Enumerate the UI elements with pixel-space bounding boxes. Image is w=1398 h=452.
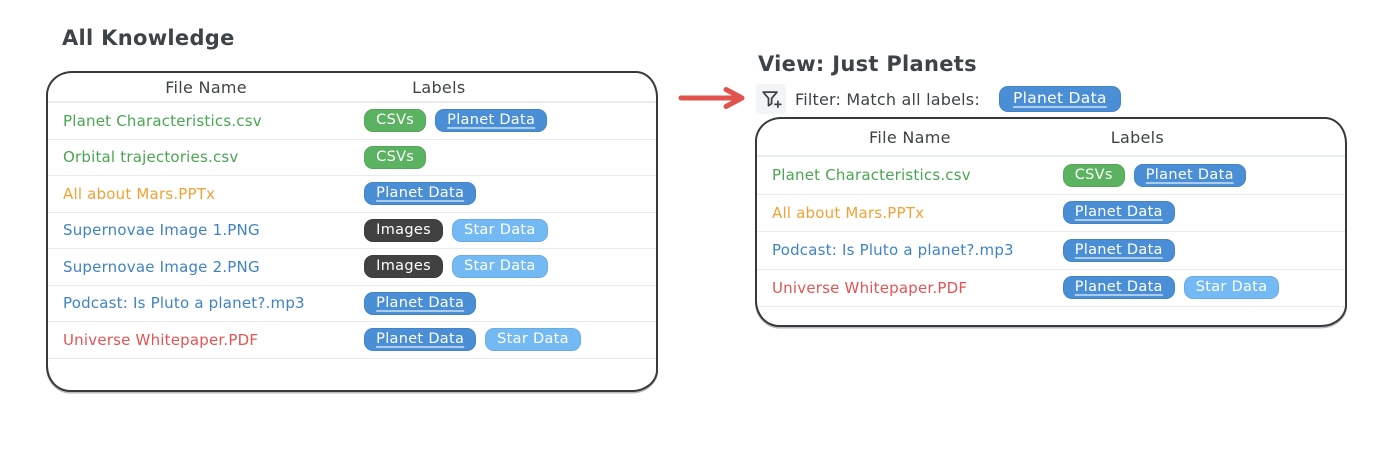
labels-cell: Planet Data (1062, 238, 1345, 262)
table-header-row: File Name Labels (757, 119, 1345, 157)
labels-cell: Planet Data (364, 291, 656, 315)
label-badge-star-data: Star Data (451, 218, 548, 242)
labels-cell: Planet Data Star Data (364, 328, 656, 352)
label-badge-planet-data: Planet Data (1062, 238, 1175, 262)
label-badge-star-data: Star Data (485, 328, 581, 352)
table-row: Universe Whitepaper.PDF Planet Data Star… (757, 270, 1345, 307)
just-planets-title: View: Just Planets (758, 52, 977, 76)
filter-bar: Filter: Match all labels: Planet Data (756, 84, 1121, 114)
label-badge-planet-data: Planet Data (364, 182, 477, 206)
table-row: Planet Characteristics.csv CSVs Planet D… (757, 157, 1345, 195)
file-name: Podcast: Is Pluto a planet?.mp3 (772, 241, 1014, 260)
file-name-column-header: File Name (868, 127, 951, 147)
file-name: All about Mars.PPTx (63, 184, 216, 203)
all-knowledge-title: All Knowledge (62, 26, 235, 50)
table-row: Podcast: Is Pluto a planet?.mp3 Planet D… (48, 286, 656, 322)
table-row: All about Mars.PPTx Planet Data (757, 195, 1345, 232)
filter-plus-icon (756, 84, 786, 114)
file-name: Podcast: Is Pluto a planet?.mp3 (63, 294, 305, 313)
file-name: Orbital trajectories.csv (63, 148, 239, 167)
label-badge-star-data: Star Data (451, 255, 548, 279)
labels-cell: Images Star Data (364, 218, 656, 242)
just-planets-table: File Name Labels Planet Characteristics.… (755, 117, 1347, 327)
label-badge-csvs: CSVs (364, 109, 427, 133)
file-name: Universe Whitepaper.PDF (772, 278, 968, 297)
file-name: Supernovae Image 2.PNG (63, 257, 260, 276)
file-name: Planet Characteristics.csv (63, 111, 262, 130)
labels-cell: Images Star Data (364, 255, 656, 279)
label-badge-planet-data: Planet Data (1133, 163, 1246, 187)
label-badge-star-data: Star Data (1183, 276, 1280, 300)
label-badge-images: Images (364, 255, 443, 279)
table-row: Planet Characteristics.csv CSVs Planet D… (48, 103, 656, 140)
red-arrow-icon (678, 87, 750, 113)
file-name-column-header: File Name (165, 77, 247, 97)
labels-cell: Planet Data Star Data (1062, 276, 1345, 300)
file-name: Planet Characteristics.csv (772, 166, 971, 185)
labels-column-header: Labels (412, 77, 466, 97)
table-row: Supernovae Image 1.PNG Images Star Data (48, 213, 656, 249)
label-badge-images: Images (364, 218, 443, 242)
labels-cell: CSVs (364, 145, 656, 169)
label-badge-planet-data: Planet Data (1062, 276, 1175, 300)
label-badge-planet-data: Planet Data (1062, 201, 1175, 225)
label-badge-csvs: CSVs (1062, 163, 1125, 187)
label-badge-csvs: CSVs (364, 145, 427, 169)
filter-label: Filter: Match all labels: (795, 89, 980, 109)
table-row: Orbital trajectories.csv CSVs (48, 140, 656, 176)
file-name: Universe Whitepaper.PDF (63, 330, 259, 349)
labels-column-header: Labels (1110, 127, 1165, 147)
label-badge-planet-data: Planet Data (435, 109, 548, 133)
filter-badge-planet-data: Planet Data (998, 86, 1121, 112)
table-row: Podcast: Is Pluto a planet?.mp3 Planet D… (757, 232, 1345, 270)
label-badge-planet-data: Planet Data (364, 291, 477, 315)
label-badge-planet-data: Planet Data (364, 328, 477, 352)
table-header-row: File Name Labels (48, 73, 656, 103)
table-row: Supernovae Image 2.PNG Images Star Data (48, 249, 656, 286)
table-row: Universe Whitepaper.PDF Planet Data Star… (48, 322, 656, 359)
table-row: All about Mars.PPTx Planet Data (48, 176, 656, 213)
file-name: All about Mars.PPTx (772, 203, 925, 222)
all-knowledge-table: File Name Labels Planet Characteristics.… (46, 71, 658, 392)
labels-cell: Planet Data (1062, 201, 1345, 225)
labels-cell: CSVs Planet Data (1062, 163, 1345, 187)
labels-cell: CSVs Planet Data (364, 109, 656, 133)
labels-cell: Planet Data (364, 182, 656, 206)
file-name: Supernovae Image 1.PNG (63, 221, 260, 240)
